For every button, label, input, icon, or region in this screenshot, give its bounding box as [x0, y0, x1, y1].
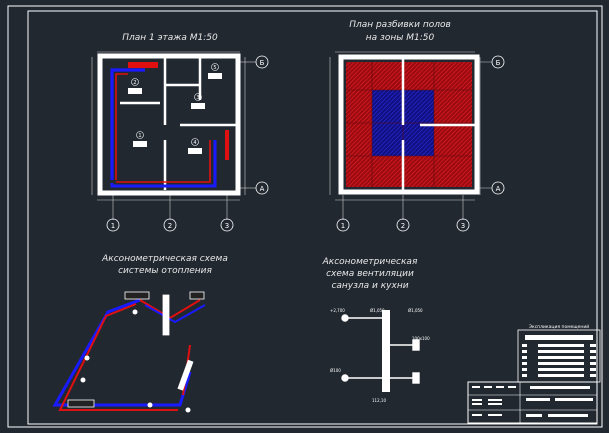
axis-1: 1 — [111, 222, 115, 230]
room-tag-1: 1 — [138, 133, 141, 139]
axis-b-zones: Б — [496, 59, 501, 67]
room-tag-5: 5 — [213, 65, 216, 71]
axis-2: 2 — [168, 222, 172, 230]
vent-label-bottom: 112,10 — [372, 398, 386, 403]
outer-walls — [97, 53, 241, 196]
schedule-title: Экспликация помещений — [529, 323, 589, 330]
floor-plan-1: План 1 этажа М1:50 — [91, 33, 269, 232]
axis-3: 3 — [225, 222, 229, 230]
plan-floor1-title: План 1 этажа М1:50 — [122, 33, 218, 43]
vent-riser — [382, 310, 390, 392]
vent-label-left-bottom: Ø100 — [330, 368, 341, 373]
room-tag-3: 3 — [196, 95, 199, 101]
vent-label-right-mid: 100x100 — [412, 336, 430, 341]
room-schedule-table: Экспликация помещений — [517, 323, 601, 383]
axo-vent-title-1: Аксонометрическая — [322, 257, 418, 267]
axis-a-zones: А — [496, 185, 501, 193]
room-tag-2: 2 — [133, 80, 136, 86]
inner-frame — [27, 10, 598, 425]
floor-plan-zones: План разбивки полов на зоны М1:50 — [329, 20, 505, 232]
axo-heating-title-2: системы отопления — [118, 266, 212, 276]
axis-b: Б — [260, 59, 265, 67]
axis-2-zones: 2 — [401, 222, 405, 230]
axis-3-zones: 3 — [461, 222, 465, 230]
vent-label-left-top: +2,700 — [330, 308, 345, 313]
plan-zones-title-1: План разбивки полов — [349, 20, 451, 30]
axo-vent-title-2: схема вентиляции — [326, 269, 414, 279]
axis-1-zones: 1 — [341, 222, 345, 230]
outer-frame — [7, 5, 603, 428]
axo-heating-title-1: Аксонометрическая схема — [101, 254, 228, 264]
vent-label-right-top: Ø1,050 — [408, 308, 423, 313]
room-tag-4: 4 — [193, 140, 196, 146]
vent-label-mid-top: Ø1,050 — [370, 308, 385, 313]
axonometric-heating: Аксонометрическая схема системы отоплени… — [52, 254, 228, 413]
plan-zones-title-2: на зоны М1:50 — [366, 33, 435, 43]
axis-a: А — [260, 185, 265, 193]
axonometric-ventilation: Аксонометрическая схема вентиляции сануз… — [322, 257, 430, 403]
title-block — [467, 381, 598, 424]
axo-vent-title-3: санузла и кухни — [331, 281, 408, 291]
